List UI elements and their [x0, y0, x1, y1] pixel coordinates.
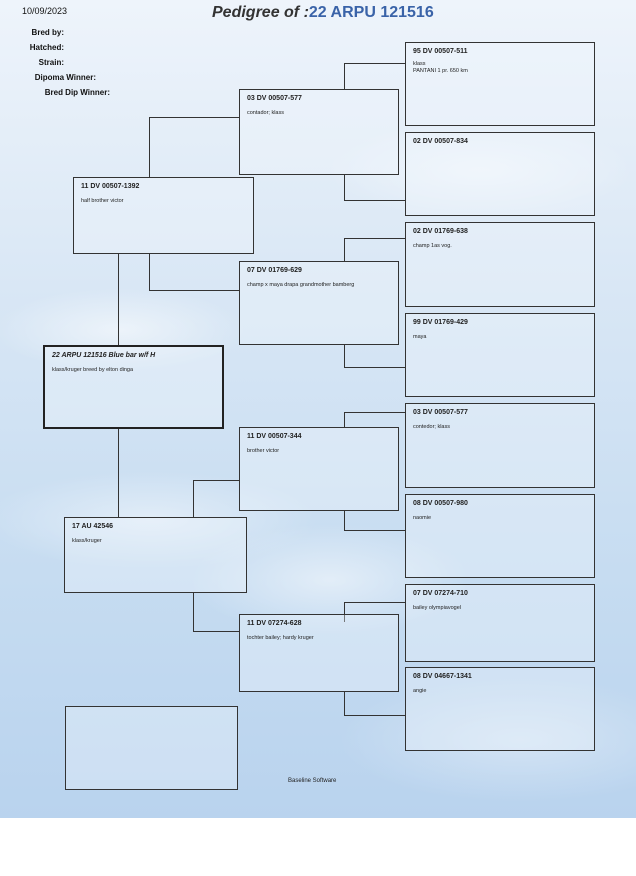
bred-by-label: Bred by: [31, 28, 64, 37]
ggp-box-2: 02 DV 00507-834 [405, 132, 595, 216]
dam-note: klass/kruger [72, 538, 102, 544]
notes-box [65, 706, 238, 790]
ggp-7-note: bailey olympiavogel [413, 605, 461, 611]
connector-sd-sds [344, 238, 345, 262]
ggp-box-5: 03 DV 00507-577 contedor; klass [405, 403, 595, 488]
subject-bird-box: 22 ARPU 121516 Blue bar w/f H klass/krug… [43, 345, 224, 429]
ggp-4-id: 99 DV 01769-429 [413, 319, 468, 326]
connector-dd-dds-h [344, 602, 405, 603]
connector-ss-sss [344, 63, 345, 90]
strain-label: Strain: [38, 58, 64, 67]
granddam-paternal-note: champ x maya drapa grandmother bamberg [247, 282, 355, 288]
ggp-5-note: contedor; klass [413, 424, 450, 430]
ggp-8-note: angie [413, 688, 427, 694]
footer-software: Baseline Software [288, 778, 337, 784]
hatched-label: Hatched: [29, 43, 64, 52]
subject-bird-id: 22 ARPU 121516 Blue bar w/f H [52, 352, 156, 359]
granddam-paternal-box: 07 DV 01769-629 champ x maya drapa grand… [239, 261, 399, 345]
ggp-3-id: 02 DV 01769-638 [413, 228, 468, 235]
connector-ss-ssd-h [344, 200, 405, 201]
granddam-maternal-id: 11 DV 07274-628 [247, 620, 302, 627]
grandsire-maternal-id: 11 DV 00507-344 [247, 433, 302, 440]
connector-sire-ss [149, 117, 150, 177]
connector-dd-dds [344, 602, 345, 622]
ggp-1-id: 95 DV 00507-511 [413, 48, 468, 55]
grandsire-paternal-box: 03 DV 00507-577 contador; klass [239, 89, 399, 175]
connector-ss-ssd [344, 174, 345, 201]
connector-dam-ds-h [193, 480, 239, 481]
connector-ds-dss [344, 412, 345, 428]
connector-ds-dss-h [344, 412, 405, 413]
connector-sd-sds-h [344, 238, 405, 239]
ggp-box-6: 08 DV 00507-980 naomie [405, 494, 595, 578]
connector-ds-dsd [344, 510, 345, 531]
connector-sd-sdd [344, 344, 345, 368]
connector-dd-ddd-h [344, 715, 405, 716]
sire-box: 11 DV 00507-1392 half brother victor [73, 177, 254, 254]
connector-sire-sd [149, 253, 150, 291]
ggp-1-note-2: PANTANI 1 pr. 650 km [413, 68, 468, 74]
bred-dip-winner-label: Bred Dip Winner: [44, 88, 110, 97]
grandsire-maternal-note: brother victor [247, 448, 280, 454]
connector-dam-ds [193, 480, 194, 518]
ggp-6-note: naomie [413, 515, 432, 521]
ggp-box-3: 02 DV 01769-638 champ 1as vog. [405, 222, 595, 307]
connector-root-dam [118, 428, 119, 518]
ggp-box-4: 99 DV 01769-429 maya [405, 313, 595, 397]
grandsire-paternal-id: 03 DV 00507-577 [247, 95, 302, 102]
ggp-3-note: champ 1as vog. [413, 243, 452, 249]
ggp-box-7: 07 DV 07274-710 bailey olympiavogel [405, 584, 595, 662]
page-title: Pedigree of :22 ARPU 121516 [212, 4, 434, 22]
grandsire-maternal-box: 11 DV 00507-344 brother victor [239, 427, 399, 511]
title-prefix: Pedigree of : [212, 4, 309, 21]
connector-root-sire [118, 253, 119, 345]
ggp-5-id: 03 DV 00507-577 [413, 409, 468, 416]
title-number: 22 ARPU 121516 [308, 4, 434, 21]
connector-dam-dd-h [193, 631, 239, 632]
ggp-2-id: 02 DV 00507-834 [413, 138, 468, 145]
diploma-winner-label: Dipoma Winner: [34, 73, 96, 82]
connector-sire-sd-h [149, 290, 239, 291]
connector-ds-dsd-h [344, 530, 405, 531]
ggp-7-id: 07 DV 07274-710 [413, 590, 468, 597]
granddam-maternal-note: tochter bailey; hardy kruger [247, 635, 314, 641]
connector-sd-sdd-h [344, 367, 405, 368]
granddam-maternal-box: 11 DV 07274-628 tochter bailey; hardy kr… [239, 614, 399, 692]
sire-id: 11 DV 00507-1392 [81, 183, 140, 190]
connector-dd-ddd [344, 691, 345, 716]
dam-id: 17 AU 42546 [72, 523, 113, 530]
grandsire-paternal-note: contador; klass [247, 110, 284, 116]
connector-sire-ss-h [149, 117, 239, 118]
granddam-paternal-id: 07 DV 01769-629 [247, 267, 302, 274]
ggp-6-id: 08 DV 00507-980 [413, 500, 468, 507]
ggp-4-note: maya [413, 334, 427, 340]
subject-bird-note: klass/kruger breed by elton dinga [52, 367, 134, 373]
dam-box: 17 AU 42546 klass/kruger [64, 517, 247, 593]
ggp-1-note: klass [413, 61, 426, 67]
sire-note: half brother victor [81, 198, 124, 204]
connector-dam-dd [193, 592, 194, 632]
ggp-box-1: 95 DV 00507-511 klass PANTANI 1 pr. 650 … [405, 42, 595, 126]
connector-ss-sss-h [344, 63, 405, 64]
pedigree-sheet: 10/09/2023 Pedigree of :22 ARPU 121516 B… [0, 0, 636, 818]
print-date: 10/09/2023 [22, 6, 68, 16]
ggp-8-id: 08 DV 04667-1341 [413, 673, 472, 680]
ggp-box-8: 08 DV 04667-1341 angie [405, 667, 595, 751]
